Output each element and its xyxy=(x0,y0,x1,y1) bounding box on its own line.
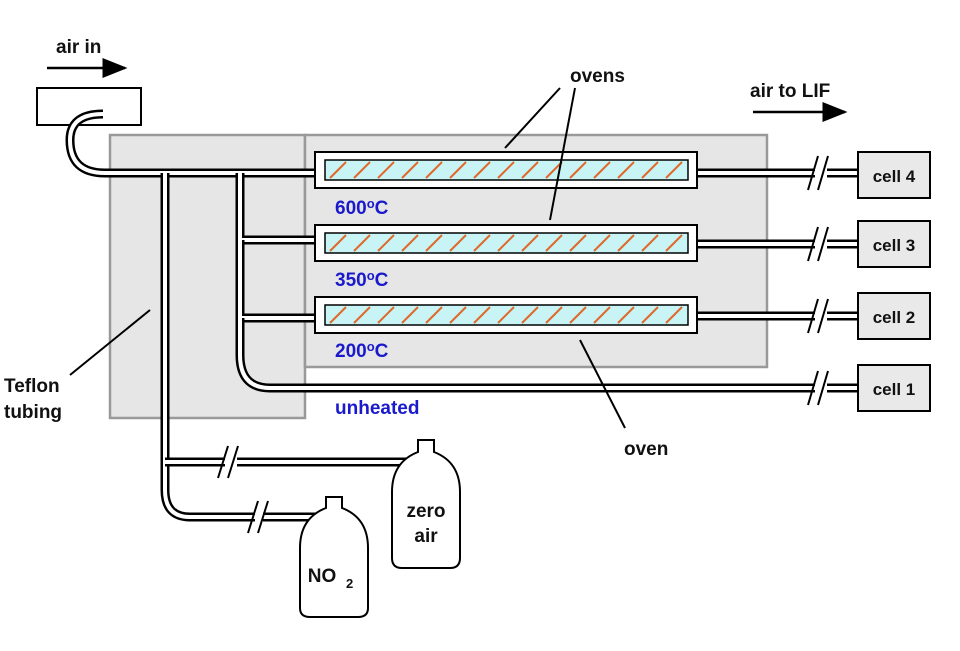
no2-cylinder: NO 2 xyxy=(299,496,369,618)
inlet-box xyxy=(36,87,142,126)
cell-1: cell 1 xyxy=(857,364,931,412)
no2-label-subscript: 2 xyxy=(346,576,353,591)
break-marks xyxy=(217,155,829,534)
cell-3-label: cell 3 xyxy=(873,236,916,255)
cell-2: cell 2 xyxy=(857,292,931,340)
teflon-enclosure xyxy=(108,133,307,420)
oven-200 xyxy=(314,296,698,334)
cell-4: cell 4 xyxy=(857,151,931,199)
tubing xyxy=(65,109,858,522)
temp-label-200: 200oC xyxy=(335,339,389,362)
temp-label-unheated: unheated xyxy=(335,398,419,419)
cell-2-label: cell 2 xyxy=(873,308,916,327)
cell-3: cell 3 xyxy=(857,220,931,268)
teflon-label-line1: Teflon xyxy=(4,376,60,397)
teflon-label-line2: tubing xyxy=(4,402,62,423)
cell-4-label: cell 4 xyxy=(873,167,916,186)
oven-label: oven xyxy=(624,439,668,460)
air-in-label: air in xyxy=(56,37,101,58)
temp-label-600: 600oC xyxy=(335,196,389,219)
zero-air-label-line1: zero xyxy=(406,501,445,522)
air-to-lif-label: air to LIF xyxy=(750,81,830,102)
oven-350 xyxy=(314,224,698,262)
no2-label: NO xyxy=(308,566,337,587)
cell-1-label: cell 1 xyxy=(873,380,916,399)
leader-lines xyxy=(69,87,626,429)
oven-600 xyxy=(314,151,698,189)
zero-air-cylinder: zero air xyxy=(391,439,461,569)
ovens-label: ovens xyxy=(570,66,625,87)
no2-label-main: NO xyxy=(308,566,337,587)
zero-air-label-line2: air xyxy=(414,526,438,547)
temp-label-350: 350oC xyxy=(335,268,389,291)
